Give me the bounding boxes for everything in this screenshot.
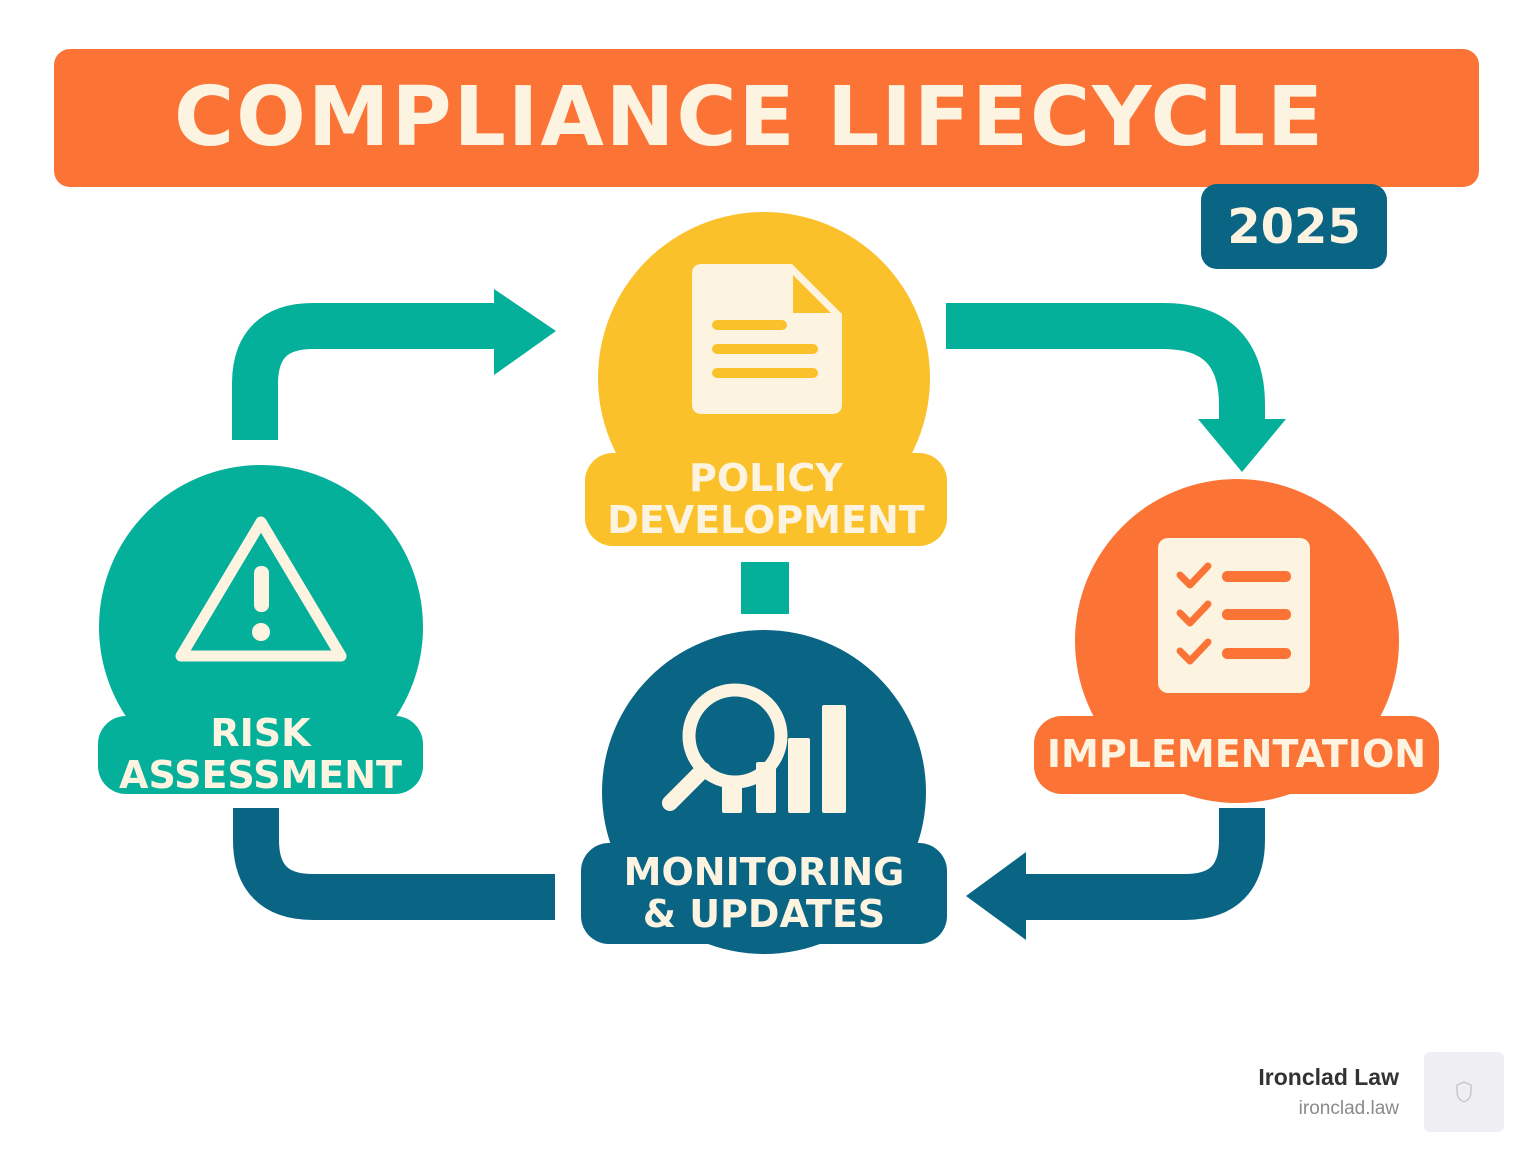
arrow-policy-to-implementation	[946, 303, 1286, 472]
stage-label-implementation: IMPLEMENTATION	[1034, 716, 1439, 794]
arrow-risk-to-policy	[232, 289, 556, 440]
stage-label-policy-development: POLICY DEVELOPMENT	[585, 453, 947, 546]
year-badge: 2025	[1201, 184, 1387, 269]
connector-square	[741, 562, 789, 614]
title-banner: COMPLIANCE LIFECYCLE	[54, 49, 1479, 187]
arrow-monitoring-to-risk	[233, 808, 555, 920]
page-title: COMPLIANCE LIFECYCLE	[174, 70, 1326, 165]
shield-icon	[1456, 1081, 1472, 1103]
stage-label-monitoring-updates: MONITORING & UPDATES	[581, 843, 947, 944]
year-label: 2025	[1227, 198, 1361, 255]
warning-icon	[175, 516, 347, 662]
arrow-implementation-to-monitoring	[966, 808, 1265, 940]
checklist-icon	[1158, 538, 1310, 693]
brand-logo[interactable]	[1424, 1052, 1504, 1132]
magnifier-chart-icon	[662, 683, 846, 813]
brand-url[interactable]: ironclad.law	[1298, 1098, 1399, 1119]
stage-label-risk-assessment: RISK ASSESSMENT	[98, 712, 423, 796]
document-icon	[692, 264, 842, 414]
brand-name[interactable]: Ironclad Law	[1258, 1064, 1399, 1090]
